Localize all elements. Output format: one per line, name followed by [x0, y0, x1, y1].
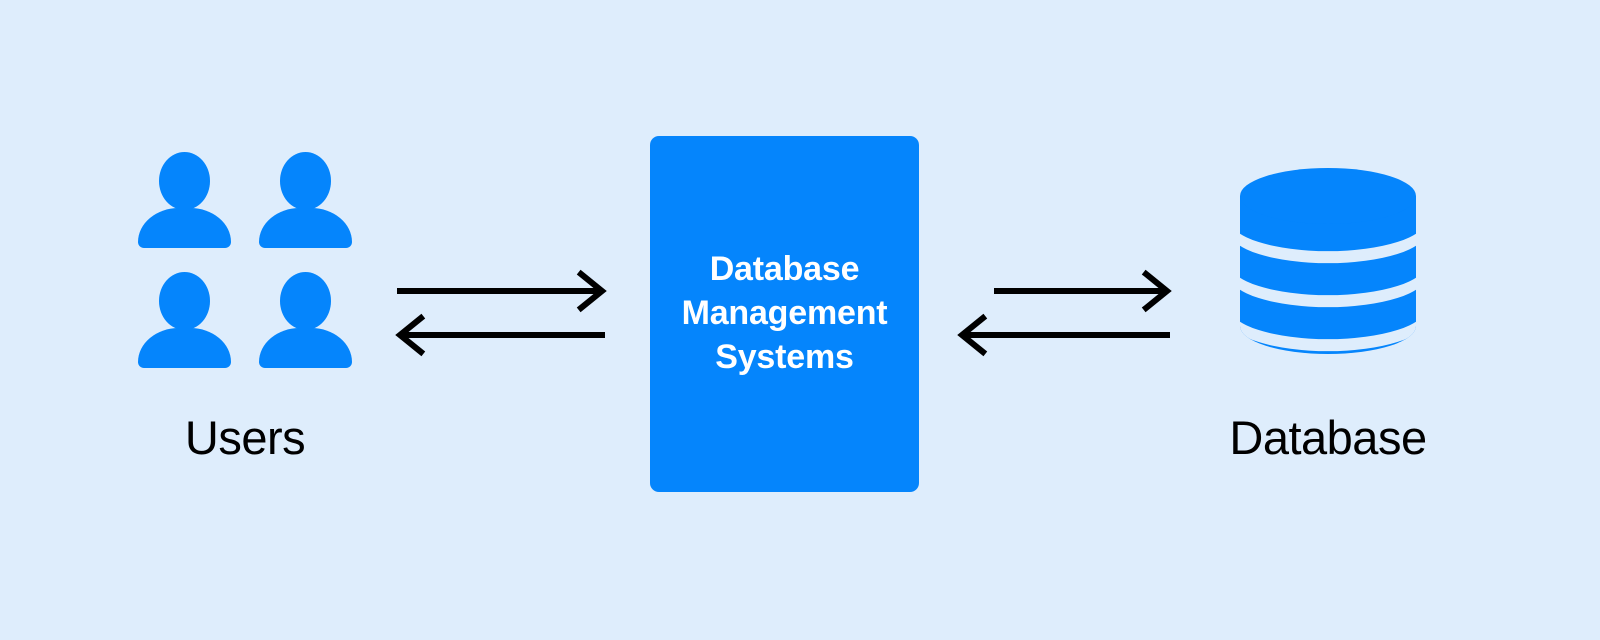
- node-users[interactable]: Users: [138, 152, 352, 472]
- person-head-shape: [159, 272, 210, 330]
- person-body-shape: [259, 208, 352, 248]
- person-icon: [138, 152, 231, 250]
- person-head-shape: [280, 152, 331, 210]
- node-database[interactable]: Database: [1222, 168, 1434, 472]
- person-body-shape: [259, 328, 352, 368]
- person-icon: [138, 272, 231, 370]
- cylinder-body: [1240, 168, 1416, 354]
- person-body-shape: [138, 328, 231, 368]
- database-cylinder-icon: [1240, 168, 1416, 354]
- person-icon: [259, 152, 352, 250]
- arrow-users-to-dbms: [397, 269, 607, 313]
- arrow-dbms-to-users: [395, 313, 605, 357]
- arrow-database-to-dbms: [957, 313, 1170, 357]
- connector-dbms-database: [957, 269, 1172, 357]
- person-body-shape: [138, 208, 231, 248]
- connector-users-dbms: [395, 269, 607, 357]
- users-label: Users: [184, 411, 306, 464]
- node-dbms[interactable]: Database Management Systems: [650, 136, 919, 492]
- person-icon: [259, 272, 352, 370]
- users-group-icon: [138, 152, 352, 370]
- database-label: Database: [1229, 411, 1427, 464]
- arrow-dbms-to-database: [994, 269, 1172, 313]
- person-head-shape: [159, 152, 210, 210]
- dbms-title: Database Management Systems: [681, 250, 888, 376]
- person-head-shape: [280, 272, 331, 330]
- cylinder-disc-separators: [1240, 220, 1416, 352]
